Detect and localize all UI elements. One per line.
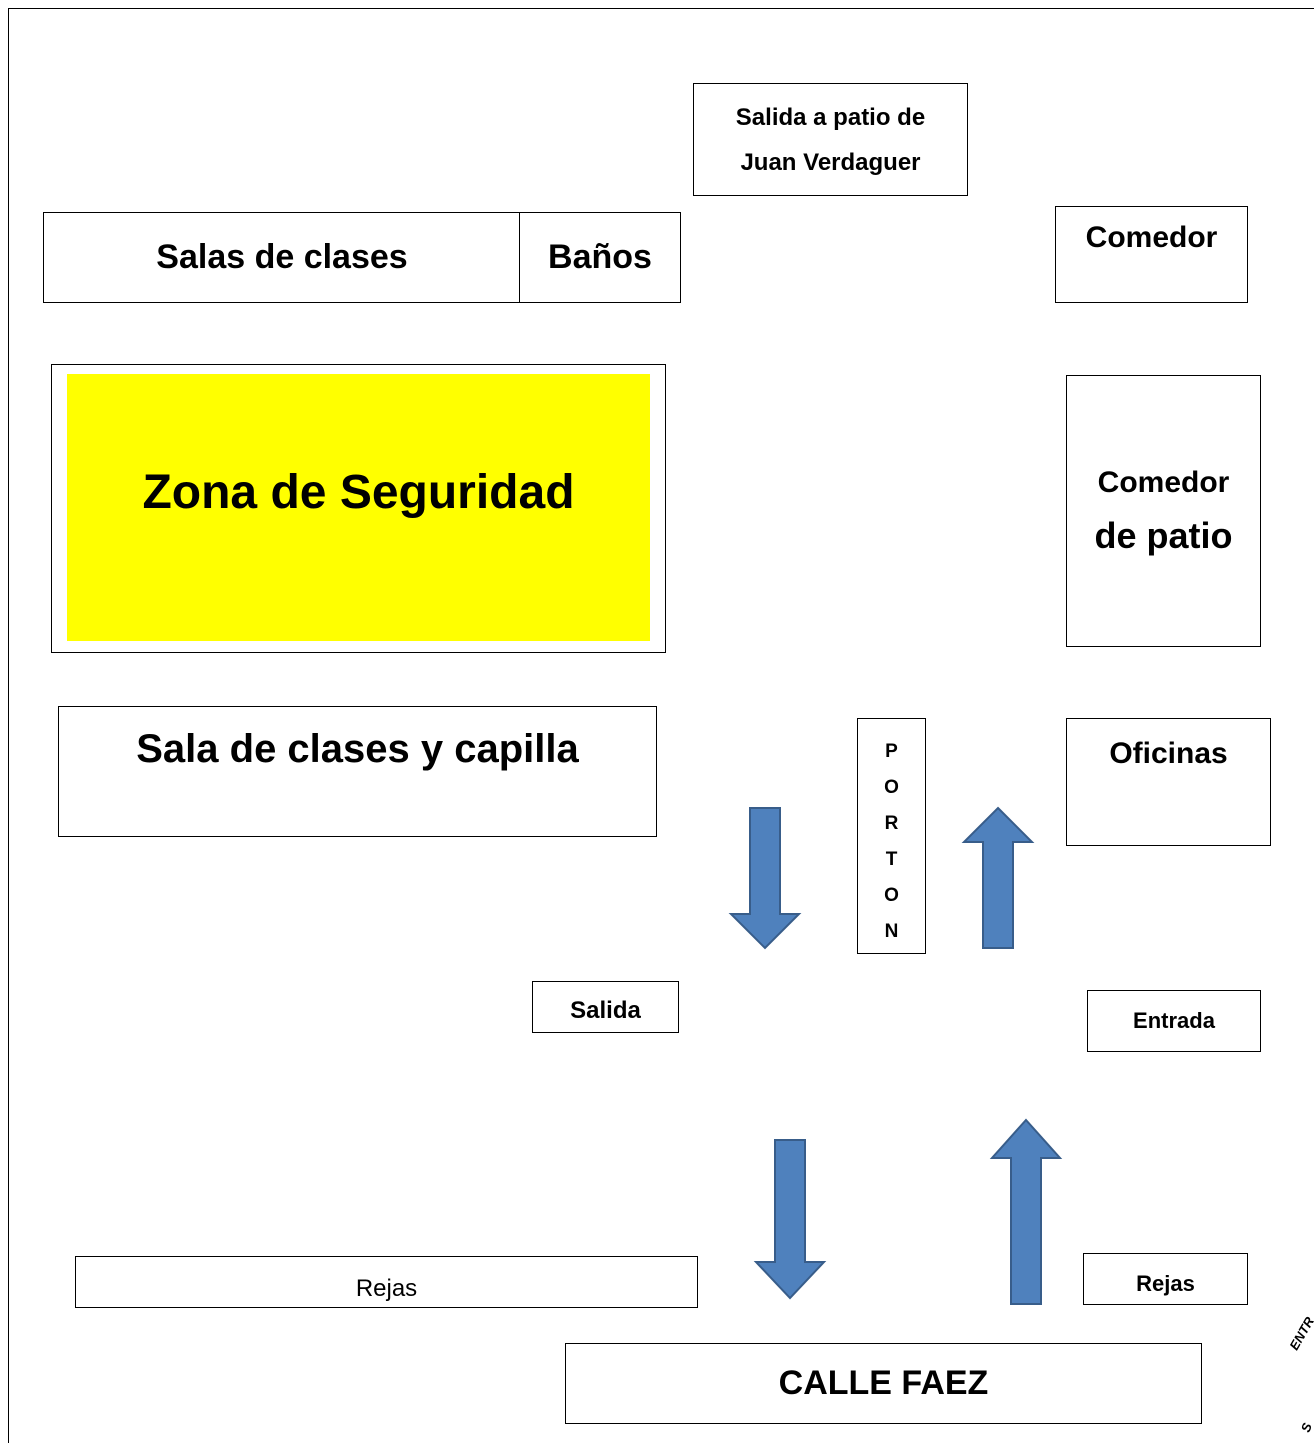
bathrooms-box: Baños xyxy=(519,212,681,303)
gate-letter: O xyxy=(884,777,899,798)
fence-left-label: Rejas xyxy=(355,1275,418,1302)
offices-label: Oficinas xyxy=(1109,737,1228,770)
classroom-chapel-box: Sala de clases y capilla xyxy=(58,706,657,837)
classroom-chapel-label: Sala de clases y capilla xyxy=(136,727,579,771)
entrance-arrow-upper xyxy=(961,806,1035,949)
gate-letter: T xyxy=(885,849,898,870)
entrance-arrow-lower xyxy=(989,1118,1063,1305)
street-box: CALLE FAEZ xyxy=(565,1343,1202,1424)
bathrooms-label: Baños xyxy=(548,238,652,276)
patio-dining-label-line1: Comedor xyxy=(1097,466,1230,499)
exit-box: Salida xyxy=(532,981,679,1033)
exit-label: Salida xyxy=(570,997,641,1024)
entrance-box: Entrada xyxy=(1087,990,1261,1052)
exit-to-patio-box: Salida a patio de Juan Verdaguer xyxy=(693,83,968,196)
gate-letter: N xyxy=(884,921,899,942)
patio-dining-label-line2: de patio xyxy=(1094,515,1233,556)
gate-box: P O R T O N xyxy=(857,718,926,954)
exit-to-patio-label: Salida a patio de Juan Verdaguer xyxy=(735,103,926,176)
fence-right-label: Rejas xyxy=(1136,1271,1195,1296)
classrooms-label: Salas de clases xyxy=(156,238,408,276)
safety-zone: Zona de Seguridad xyxy=(67,374,650,641)
entrance-label: Entrada xyxy=(1133,1008,1215,1033)
patio-dining-box: Comedor de patio xyxy=(1066,375,1261,647)
gate-letter: R xyxy=(884,813,899,834)
exit-arrow-upper xyxy=(728,807,802,950)
diagram-frame xyxy=(8,8,1314,1443)
safety-zone-label: Zona de Seguridad xyxy=(142,466,575,519)
fence-right-box: Rejas xyxy=(1083,1253,1248,1305)
offices-box: Oficinas xyxy=(1066,718,1271,846)
dining-room-label: Comedor xyxy=(1085,221,1218,254)
fence-left-box: Rejas xyxy=(75,1256,698,1308)
exit-arrow-lower xyxy=(753,1139,827,1300)
classrooms-box: Salas de clases xyxy=(43,212,521,303)
gate-letter: P xyxy=(885,741,898,762)
street-label: CALLE FAEZ xyxy=(778,1364,989,1402)
gate-letter: O xyxy=(884,885,899,906)
dining-room-box: Comedor xyxy=(1055,206,1248,303)
